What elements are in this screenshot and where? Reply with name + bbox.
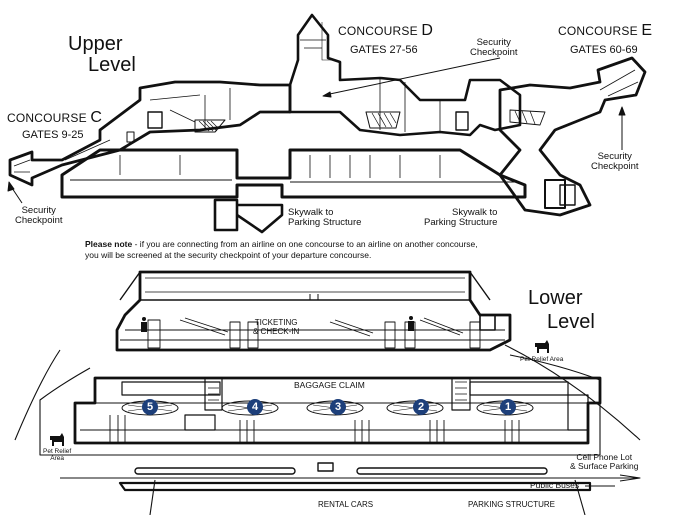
carousel-3-badge: 3 — [330, 399, 346, 415]
lower-level-title-2: Level — [547, 311, 595, 333]
concourse-c-label: CONCOURSE C — [7, 109, 103, 126]
carousel-5-badge: 5 — [142, 399, 158, 415]
concourse-d-label: CONCOURSE D — [338, 22, 434, 39]
curb-islands — [60, 462, 641, 492]
cell-phone-lot-label: Cell Phone Lot& Surface Parking — [570, 452, 639, 471]
connection-note: Please note - if you are connecting from… — [85, 239, 478, 260]
concourse-e-label: CONCOURSE E — [558, 22, 653, 39]
roads — [14, 344, 641, 515]
rental-cars-label: RENTAL CARS — [318, 500, 374, 509]
public-buses-label: Public Buses — [530, 480, 580, 490]
carousel-2-badge: 2 — [413, 399, 429, 415]
carousel-1-badge: 1 — [500, 399, 516, 415]
concourse-d-gates: GATES 27-56 — [350, 44, 418, 56]
lower-level-title: Lower — [528, 287, 583, 309]
baggage-claim-label: BAGGAGE CLAIM — [294, 380, 365, 390]
carousel-4-badge: 4 — [247, 399, 263, 415]
pet-relief-label-right: Pet Relief Area — [520, 356, 564, 363]
upper-level-title: Upper — [68, 33, 123, 55]
pet-relief-dog-icon-left — [50, 433, 64, 446]
ticketing-person-icons — [141, 316, 414, 332]
upper-level-title-2: Level — [88, 54, 136, 76]
concourse-c-gates: GATES 9-25 — [22, 129, 84, 141]
pet-relief-dog-icon — [535, 340, 549, 353]
parking-structure-label: PARKING STRUCTURE — [468, 500, 555, 509]
concourse-e-gates: GATES 60-69 — [570, 44, 638, 56]
ticketing-building — [115, 270, 512, 352]
ticketing-label: TICKETING& CHECK-IN — [253, 318, 300, 336]
upper-level-building — [8, 13, 647, 234]
upper-leader-lines — [7, 22, 626, 204]
